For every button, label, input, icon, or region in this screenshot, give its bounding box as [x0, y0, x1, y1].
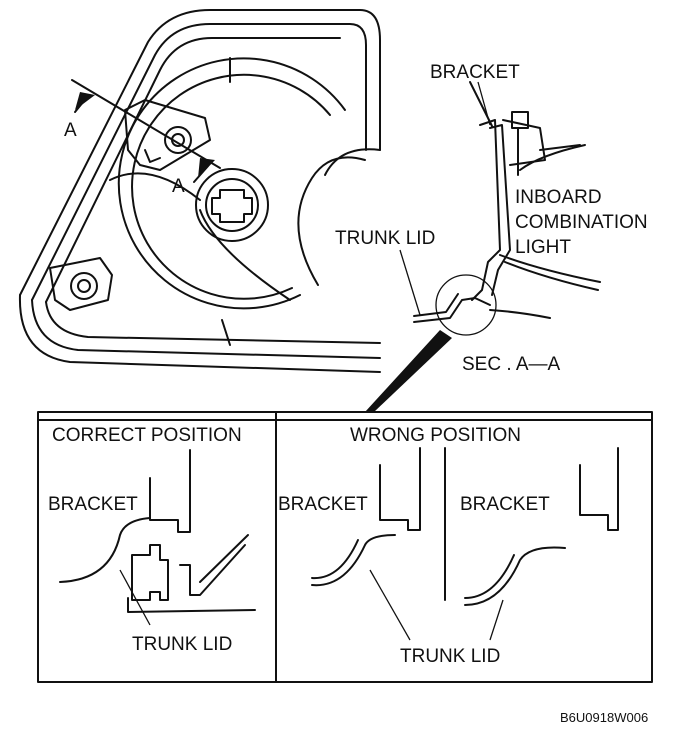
label-correct-position: CORRECT POSITION: [52, 425, 242, 446]
arrow-icon: [74, 92, 95, 113]
label-combination: COMBINATION: [515, 212, 648, 233]
label-light: LIGHT: [515, 237, 571, 258]
label-bracket-section: BRACKET: [430, 62, 520, 83]
nut-icon: [164, 126, 192, 154]
view-label-a-left: A: [64, 120, 77, 141]
label-section-a-a: SEC . A—A: [462, 354, 561, 375]
view-label-a-right: A: [172, 176, 185, 197]
label-trunk-lid-section: TRUNK LID: [335, 228, 435, 249]
label-inboard: INBOARD: [515, 187, 602, 208]
label-trunk-lid-wrong: TRUNK LID: [400, 646, 500, 667]
label-bracket-wrong-1: BRACKET: [278, 494, 368, 515]
label-bracket-wrong-2: BRACKET: [460, 494, 550, 515]
label-bracket-correct: BRACKET: [48, 494, 138, 515]
nut-icon: [70, 272, 98, 300]
figure-code: B6U0918W006: [560, 710, 648, 725]
lamp-assembly: A A: [18, 9, 381, 373]
nut-icon: [511, 111, 529, 129]
label-wrong-position: WRONG POSITION: [350, 425, 521, 446]
section-a-a: BRACKET INBOARD COMBINATION LIGHT TRUNK …: [335, 62, 648, 412]
label-trunk-lid-correct: TRUNK LID: [132, 634, 232, 655]
arrow-icon: [193, 158, 215, 183]
detail-box: CORRECT POSITION BRACKET TRUNK LID WRONG…: [37, 411, 653, 683]
